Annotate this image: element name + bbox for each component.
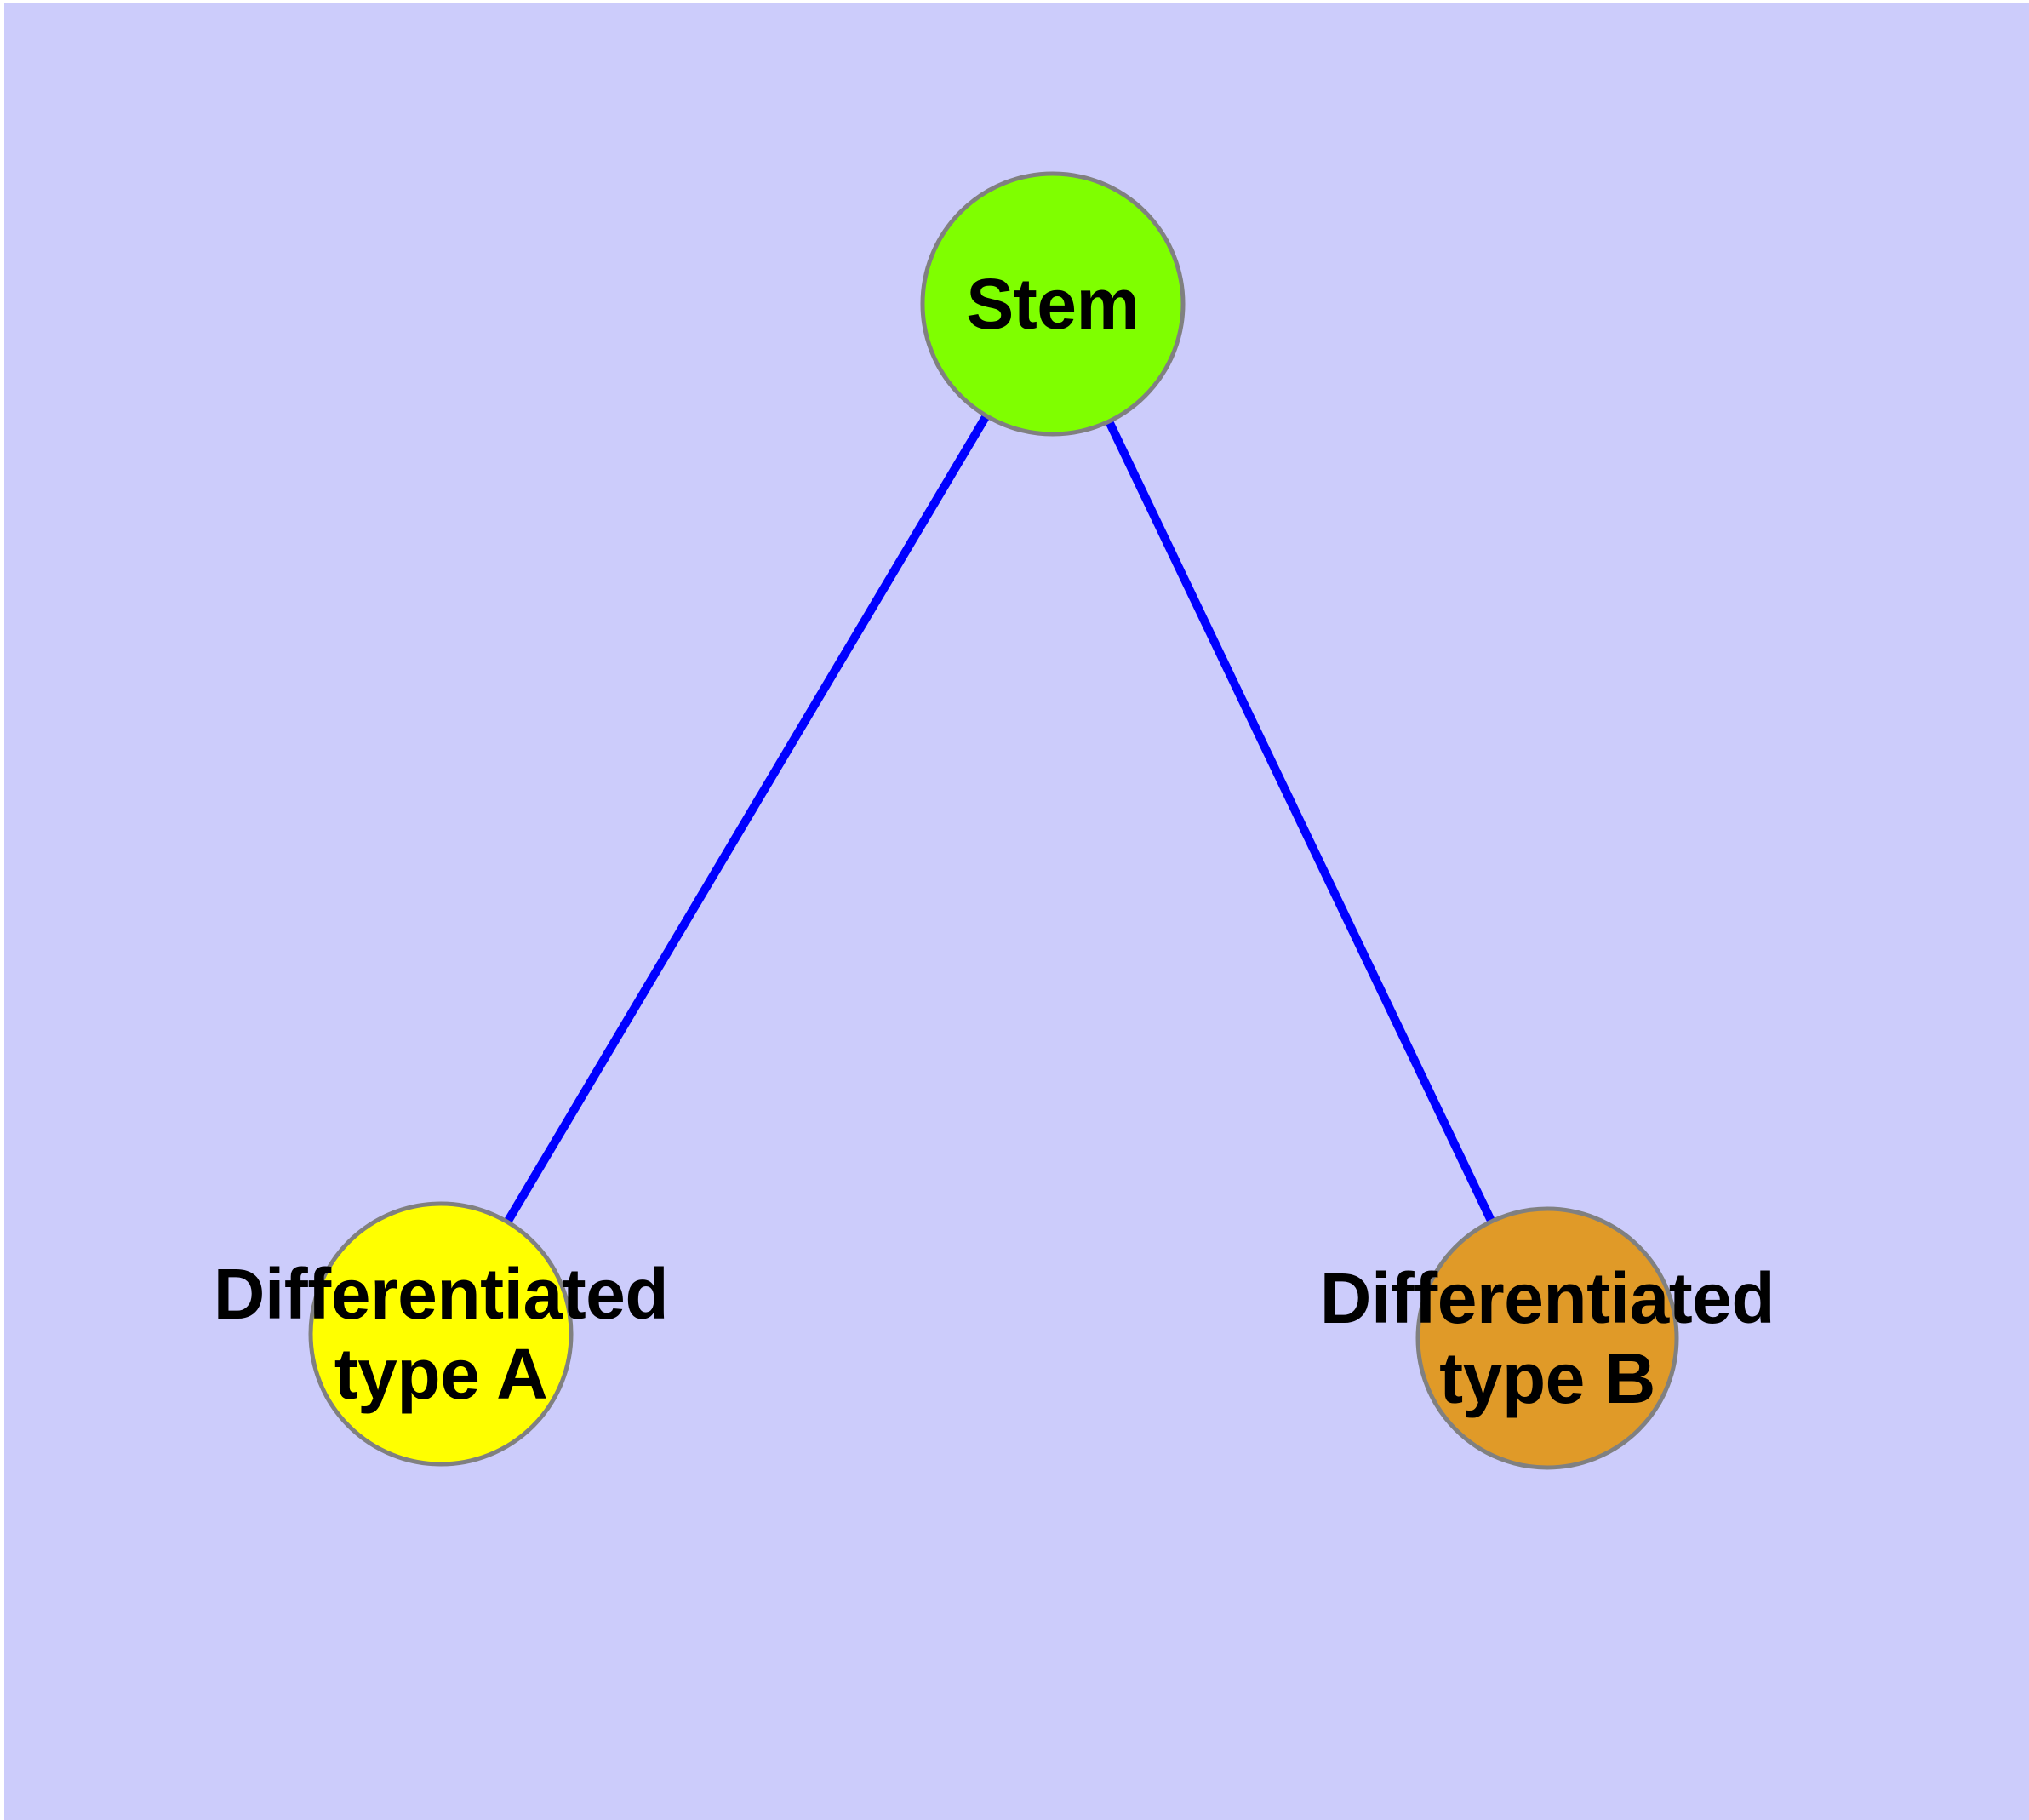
nodes-layer — [308, 171, 1679, 1470]
graph-edge-stem-to-b[interactable] — [1049, 301, 1552, 1341]
graph-edge-stem-to-a[interactable] — [437, 301, 1057, 1336]
graph-node-diff_a[interactable] — [308, 1201, 574, 1467]
graph-node-stem[interactable] — [920, 171, 1186, 437]
graph-node-diff_b[interactable] — [1415, 1206, 1679, 1470]
edges-layer — [437, 301, 1552, 1341]
